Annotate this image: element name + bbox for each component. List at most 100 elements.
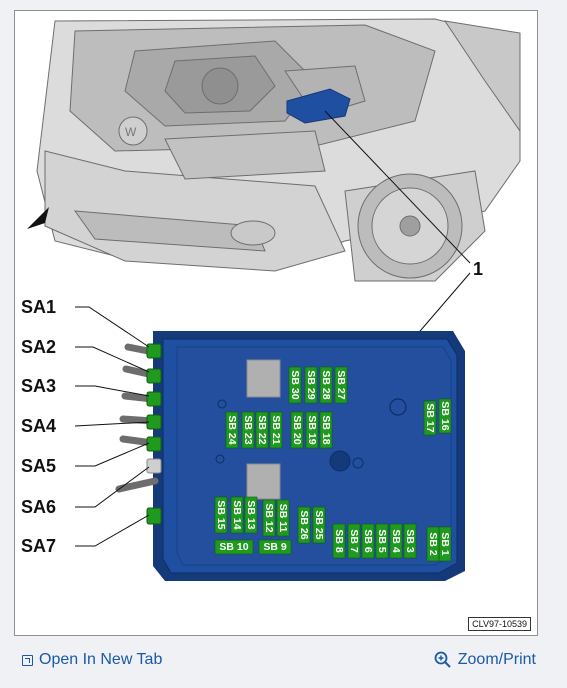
sa-label-3: SA3 xyxy=(21,376,56,396)
fuse-sb26: SB 26 xyxy=(297,506,311,544)
fuse-label-sb23: SB 23 xyxy=(242,415,254,444)
fuse-sb23: SB 23 xyxy=(241,411,255,449)
fuse-sb18: SB 18 xyxy=(319,411,333,449)
fuse-label-sb30: SB 30 xyxy=(289,370,301,399)
fuse-slot-sb6 xyxy=(361,523,375,559)
fuse-slot-sb8 xyxy=(332,523,346,559)
fuse-slot-sb4 xyxy=(389,523,403,559)
fuse-slot-sb27 xyxy=(334,366,348,404)
sa-connectors xyxy=(146,343,162,525)
fuse-slot-sb28 xyxy=(319,366,333,404)
fuse-label-sb1: SB 1 xyxy=(439,532,451,556)
car-illustration: W xyxy=(36,18,521,282)
fuse-slot-sb24 xyxy=(225,411,239,449)
fuse-label-sb25: SB 25 xyxy=(313,510,325,539)
fuse-slot-sb29 xyxy=(304,366,318,404)
direction-arrow-icon xyxy=(27,207,49,229)
fuse-slot-sb30 xyxy=(288,366,302,404)
fuse-label-sb15: SB 15 xyxy=(215,500,227,529)
fuse-sb12: SB 12 xyxy=(262,499,276,537)
fuse-label-sb12: SB 12 xyxy=(263,503,275,532)
fuse-label-sb11: SB 11 xyxy=(277,504,289,533)
fuse-label-sb29: SB 29 xyxy=(305,370,317,399)
sb-fuses: SB 1SB 2 SB 3SB 4SB 5SB 6SB 7SB 8 SB 9 SB 1… xyxy=(214,366,452,562)
open-new-tab-icon xyxy=(22,654,33,666)
fuse-slot-sb16 xyxy=(438,398,452,434)
fuse-sb13: SB 13 xyxy=(244,496,258,534)
fuse-slot-sb5 xyxy=(375,523,389,559)
fuse-label-sb10: SB 10 xyxy=(219,541,248,553)
fuse-label-sb21: SB 21 xyxy=(270,415,282,444)
fuse-label-sb5: SB 5 xyxy=(376,529,388,553)
fuse-label-sb9: SB 9 xyxy=(263,541,287,553)
fuse-slot-sb14 xyxy=(230,496,244,534)
fuse-slot-sb22 xyxy=(255,411,269,449)
fuse-label-sb13: SB 13 xyxy=(245,500,257,529)
fuse-sb9: SB 9 xyxy=(258,539,292,555)
fuse-sb10: SB 10 xyxy=(214,539,254,555)
fuse-label-sb20: SB 20 xyxy=(291,415,303,444)
fuse-sb2: SB 2 xyxy=(426,526,440,562)
fuse-label-sb18: SB 18 xyxy=(320,415,332,444)
fuse-sb21: SB 21 xyxy=(269,411,283,449)
fuse-slot-sb25 xyxy=(312,506,326,544)
svg-text:W: W xyxy=(125,125,137,139)
fuse-slot-sb18 xyxy=(319,411,333,449)
fuse-label-sb8: SB 8 xyxy=(333,529,345,553)
fuse-location-diagram: W 1 xyxy=(21,18,521,581)
fuse-label-sb3: SB 3 xyxy=(404,529,416,553)
fuse-slot-sb23 xyxy=(241,411,255,449)
fuse-label-sb28: SB 28 xyxy=(320,370,332,399)
fuse-slot-sb15 xyxy=(214,496,228,534)
fuse-slot-sb11 xyxy=(276,499,290,537)
fuse-sb4: SB 4 xyxy=(389,523,403,559)
sa-label-7: SA7 xyxy=(21,536,56,556)
fuse-sb11: SB 11 xyxy=(276,499,290,537)
fuse-sb17: SB 17 xyxy=(423,400,437,436)
fuse-sb1: SB 1 xyxy=(438,526,452,562)
fuse-label-sb14: SB 14 xyxy=(231,500,243,529)
open-in-new-tab-label: Open In New Tab xyxy=(39,651,163,668)
zoom-print-label: Zoom/Print xyxy=(457,651,536,668)
fuse-slot-sb12 xyxy=(262,499,276,537)
fuse-label-sb16: SB 16 xyxy=(439,401,451,430)
fuse-slot-sb26 xyxy=(297,506,311,544)
fuse-sb7: SB 7 xyxy=(347,523,361,559)
fuse-sb28: SB 28 xyxy=(319,366,333,404)
fuse-sb24: SB 24 xyxy=(225,411,239,449)
sa-label-4: SA4 xyxy=(21,416,56,436)
fuse-label-sb27: SB 27 xyxy=(335,370,347,399)
fuse-label-sb19: SB 19 xyxy=(306,415,318,444)
fuse-label-sb22: SB 22 xyxy=(256,415,268,444)
diagram-frame: W 1 xyxy=(14,10,538,636)
fuse-sb22: SB 22 xyxy=(255,411,269,449)
fuse-sb14: SB 14 xyxy=(230,496,244,534)
relay-lower xyxy=(246,463,281,500)
sa-leader-lines xyxy=(74,306,150,547)
sa-label-5: SA5 xyxy=(21,456,56,476)
fuse-slot-sb2 xyxy=(426,526,440,562)
fuse-slot-sb10 xyxy=(214,539,254,555)
fuse-sb3: SB 3 xyxy=(403,523,417,559)
fuse-label-sb26: SB 26 xyxy=(298,510,310,539)
magnifier-plus-icon xyxy=(434,651,451,668)
fuse-sb5: SB 5 xyxy=(375,523,389,559)
zoom-print-link[interactable]: Zoom/Print xyxy=(434,651,536,669)
fuse-sb16: SB 16 xyxy=(438,398,452,434)
fuse-slot-sb20 xyxy=(290,411,304,449)
fuse-slot-sb21 xyxy=(269,411,283,449)
fuse-label-sb24: SB 24 xyxy=(226,415,238,444)
fuse-sb19: SB 19 xyxy=(305,411,319,449)
fuse-slot-sb9 xyxy=(258,539,292,555)
fuse-slot-sb19 xyxy=(305,411,319,449)
fuse-sb30: SB 30 xyxy=(288,366,302,404)
fuse-label-sb17: SB 17 xyxy=(424,403,436,432)
sa-label-6: SA6 xyxy=(21,497,56,517)
fuse-sb20: SB 20 xyxy=(290,411,304,449)
fuse-sb29: SB 29 xyxy=(304,366,318,404)
footer-bar: Open In New Tab Zoom/Print xyxy=(14,640,538,680)
open-in-new-tab-link[interactable]: Open In New Tab xyxy=(22,651,162,669)
fuse-label-sb6: SB 6 xyxy=(362,529,374,553)
fuse-slot-sb7 xyxy=(347,523,361,559)
relay-upper xyxy=(246,359,281,398)
